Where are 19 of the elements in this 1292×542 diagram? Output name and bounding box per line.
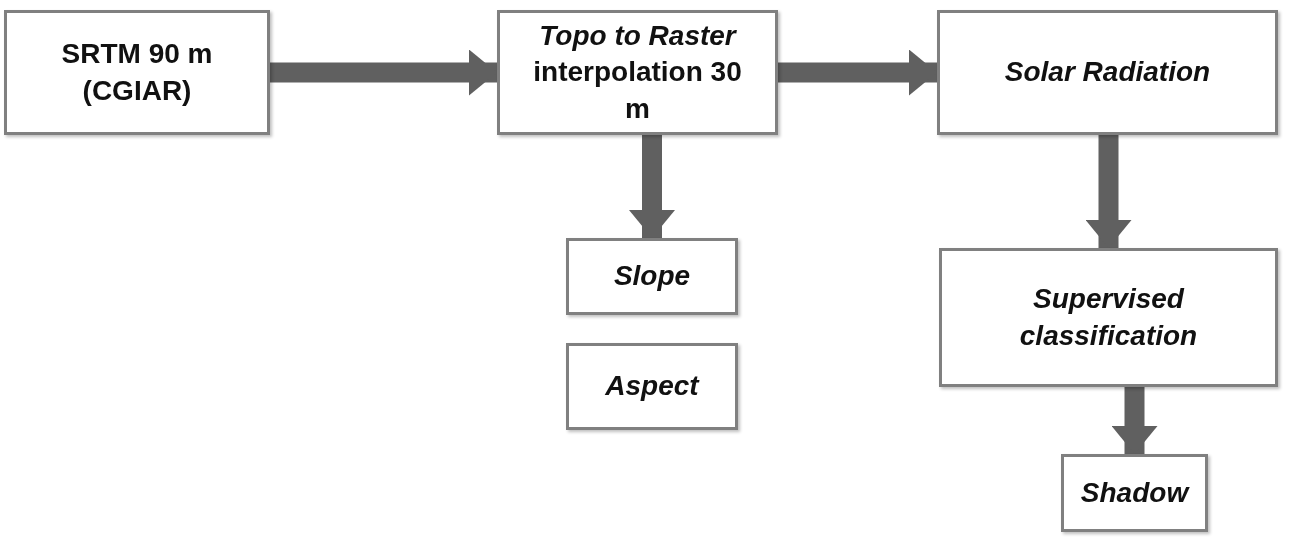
box-label: Shadow	[1080, 475, 1189, 510]
box-label: Topo to Raster interpolation 30 m	[532, 18, 743, 126]
box-label: Supervised classification	[1018, 282, 1199, 353]
process-box	[497, 10, 778, 135]
box-label: Slope	[613, 259, 691, 294]
arrow	[629, 135, 675, 238]
process-box	[937, 10, 1278, 135]
arrow	[778, 49, 937, 96]
process-box	[566, 343, 738, 430]
arrow	[270, 49, 497, 96]
box-label: SRTM 90 m (CGIAR)	[60, 37, 214, 108]
box-label: Aspect	[605, 369, 699, 404]
process-box	[566, 238, 738, 315]
arrow	[1111, 387, 1158, 454]
process-box	[4, 10, 270, 135]
box-label: Solar Radiation	[1004, 55, 1211, 90]
arrow	[1085, 135, 1132, 248]
process-box	[939, 248, 1278, 387]
process-box	[1061, 454, 1208, 532]
